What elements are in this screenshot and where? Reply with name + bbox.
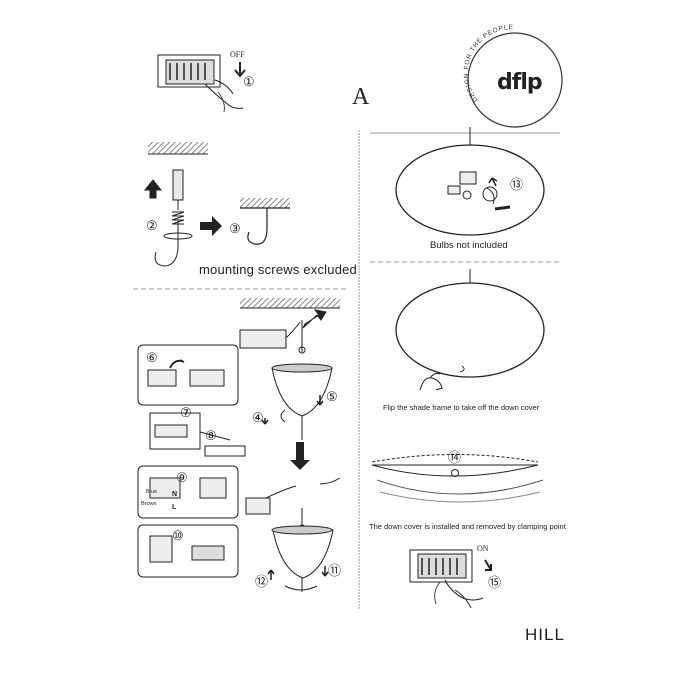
step-1-marker: ① <box>243 74 255 89</box>
hand-sketches <box>217 91 441 605</box>
logo-brand: dflp <box>497 70 543 95</box>
canopy-secure-illustration <box>245 477 341 592</box>
canopy-install-illustration <box>239 298 340 440</box>
wire-brown-label: Brown <box>141 501 157 507</box>
terminal-l-label: L <box>172 504 177 511</box>
bulbs-caption: Bulbs not included <box>430 240 508 251</box>
down-cover-caption: The down cover is installed and removed … <box>369 522 566 531</box>
step-14-marker: ⑭ <box>448 450 462 465</box>
terminal-n-label: N <box>172 491 178 498</box>
step-8-marker: ⑧ <box>205 428 217 443</box>
breaker-on-illustration <box>409 549 492 609</box>
step-11-marker: ⑪ <box>328 563 342 578</box>
step-12-marker: ⑫ <box>255 574 269 589</box>
down-cover-illustration <box>371 454 544 503</box>
wire-blue-label: Blue <box>146 489 158 495</box>
step-9-marker: ⑨ <box>176 470 188 485</box>
off-label: OFF <box>230 50 245 59</box>
step-3-marker: ③ <box>229 221 241 236</box>
section-letter: A <box>352 84 370 110</box>
shade-flip-illustration <box>395 269 545 391</box>
step-13-marker: ⑬ <box>510 177 524 192</box>
footer-brand: HILL <box>525 625 565 644</box>
ceiling-hook-illustration <box>240 198 290 245</box>
flip-shade-caption: Flip the shade frame to take off the dow… <box>383 403 540 412</box>
step-10-marker: ⑩ <box>172 528 184 543</box>
ceiling-anchor-illustration <box>143 142 208 267</box>
arrow-right <box>200 216 222 236</box>
on-label: ON <box>477 544 489 553</box>
step-15-marker: ⑮ <box>488 575 502 590</box>
logo-circle <box>467 32 563 128</box>
arrow-down <box>290 442 310 470</box>
step-5-marker: ⑤ <box>326 389 338 404</box>
connector-panels <box>137 344 246 578</box>
shade-bulb-illustration <box>395 127 545 236</box>
step-4-marker: ④ <box>252 410 264 425</box>
mounting-screws-caption: mounting screws excluded <box>199 262 357 277</box>
step-6-marker: ⑥ <box>146 350 158 365</box>
step-7-marker: ⑦ <box>180 405 192 420</box>
breaker-off-illustration <box>157 54 246 109</box>
step-2-marker: ② <box>146 218 158 233</box>
section-dividers <box>133 130 560 610</box>
